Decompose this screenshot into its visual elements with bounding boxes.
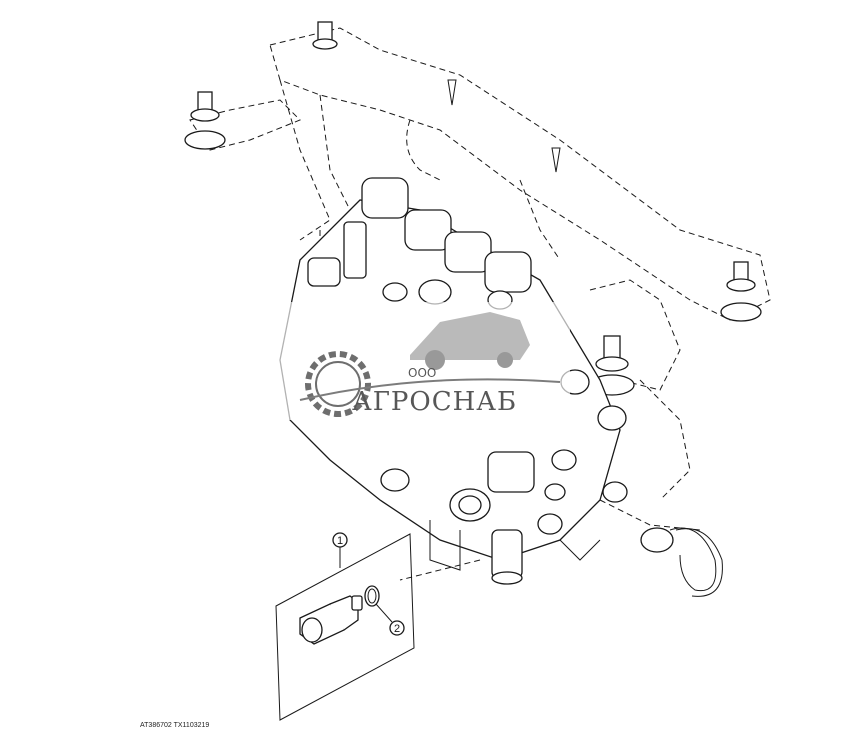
callout-2: 2 [389,620,405,636]
callout-2-label: 2 [394,623,400,635]
frame-bolt-left [184,91,226,150]
callout-2-leader [375,603,393,623]
watermark: ООО АГРОСНАБ [270,302,570,420]
leader-line-inset [399,559,481,581]
lever-link [599,499,723,597]
harvester-logo-icon [410,312,530,370]
callout-1-label: 1 [337,535,343,547]
reference-code: AT386702 TX1103219 [140,722,210,729]
inset-panel [275,533,415,721]
callout-1: 1 [332,532,348,548]
o-ring [364,585,380,607]
cotter-pins [447,79,561,173]
watermark-company-name: АГРОСНАБ [352,387,517,417]
pressure-sensor [299,595,363,645]
frame-bolt-top [312,21,338,50]
frame-bolt-right [720,261,762,322]
watermark-company-prefix: ООО [408,366,436,380]
